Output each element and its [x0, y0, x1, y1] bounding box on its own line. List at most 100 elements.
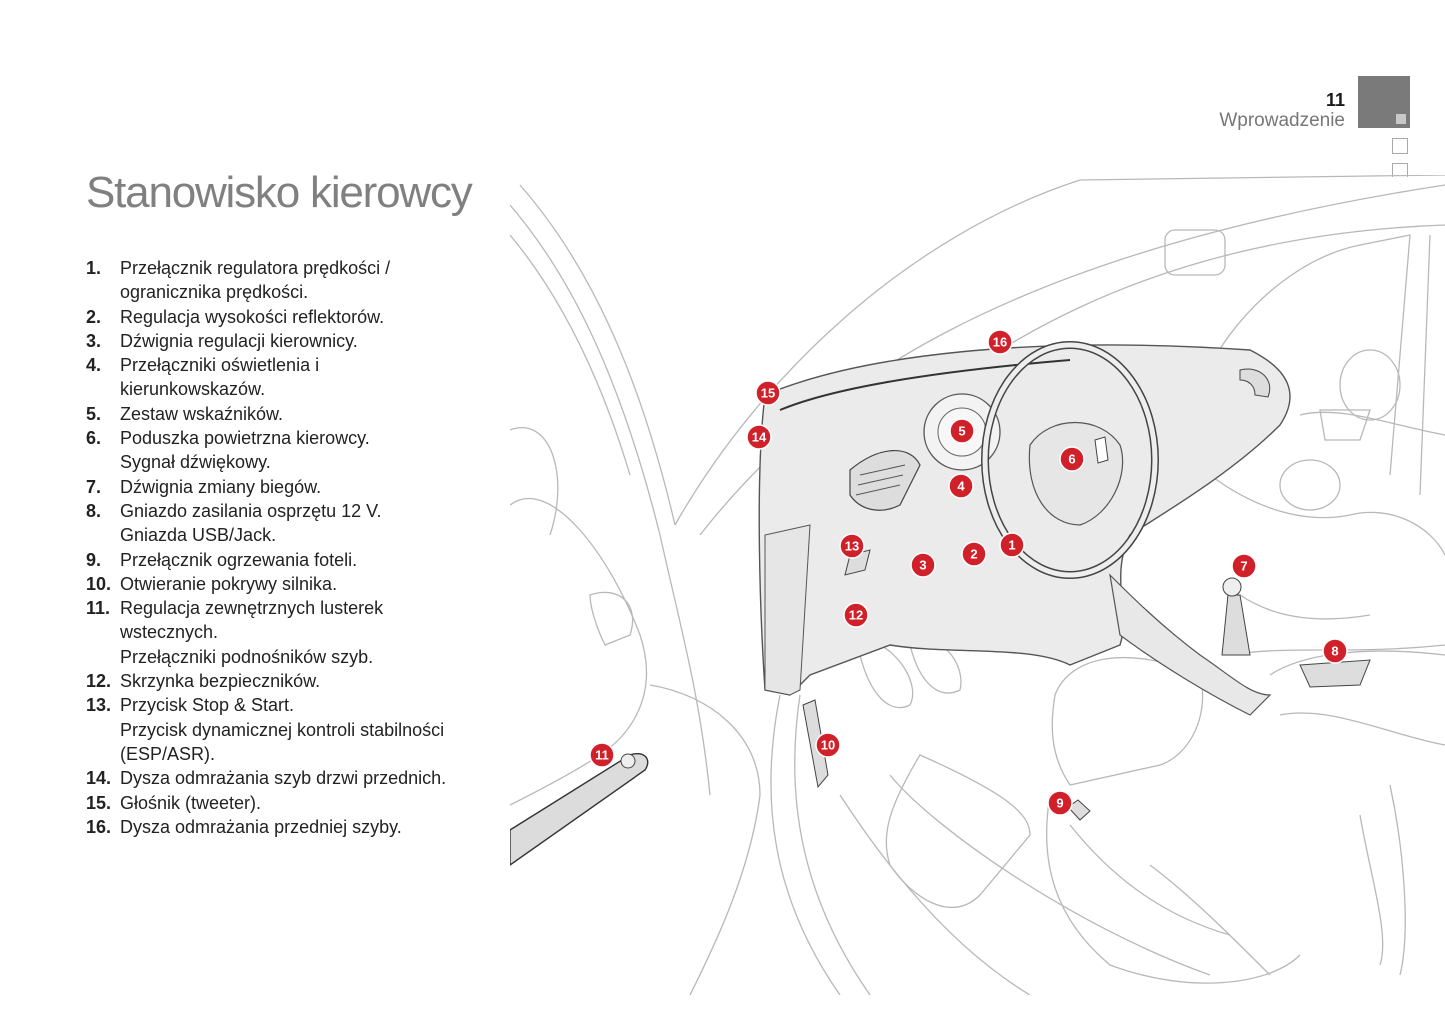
- callout-badge: [948, 473, 974, 499]
- callout-15: 15: [755, 380, 781, 406]
- legend-item-text: Przełącznik regulatora prędkości / ograni…: [120, 256, 390, 305]
- callout-badge: [987, 329, 1013, 355]
- callout-number: 6: [1068, 452, 1075, 467]
- legend-item-line: Przełącznik regulatora prędkości /: [120, 258, 391, 278]
- callout-number: 16: [993, 335, 1007, 350]
- legend-item-text: Dźwignia regulacji kierownicy.: [120, 329, 358, 353]
- callout-2: 2: [961, 541, 987, 567]
- legend-item: 12. Skrzynka bezpieczników.: [86, 669, 446, 693]
- legend-item-text: Dysza odmrażania szyb drzwi przednich.: [120, 766, 446, 790]
- legend-item-line: Gniazda USB/Jack.: [120, 525, 277, 546]
- legend-item-number: 12.: [86, 671, 112, 692]
- callout-number: 7: [1240, 559, 1247, 574]
- legend-item: 9. Przełącznik ogrzewania foteli.: [86, 548, 446, 572]
- chapter-tab-empty-box: [1392, 163, 1408, 177]
- callout-badge: [961, 541, 987, 567]
- legend-item-line: ogranicznika prędkości.: [120, 282, 309, 303]
- legend-item-number: 6.: [86, 428, 102, 449]
- legend-item-line: wstecznych.: [120, 622, 219, 643]
- legend-item-text: Dysza odmrażania przedniej szyby.: [120, 815, 402, 839]
- legend-item-number: 9.: [86, 549, 102, 570]
- legend-item-line: Głośnik (tweeter).: [120, 792, 262, 813]
- callout-badge: [815, 732, 841, 758]
- legend-item: 14.Dysza odmrażania szyb drzwi przednich…: [86, 766, 446, 790]
- callout-7: 7: [1231, 553, 1257, 579]
- legend-item-line: Dysza odmrażania szyb drzwi przednich.: [120, 768, 447, 789]
- legend-item: 8. Gniazdo zasilania osprzętu 12 V.Gniazd…: [86, 499, 446, 548]
- callout-number: 9: [1056, 796, 1063, 811]
- callout-5: 5: [949, 418, 975, 444]
- section-name: Wprowadzenie: [1219, 110, 1345, 131]
- car-outline-lines: [510, 175, 1445, 995]
- legend-item-number: 2.: [86, 306, 102, 327]
- legend-item-text: Regulacja zewnętrznych lusterek wstecznyc…: [120, 596, 383, 669]
- callout-number: 10: [821, 738, 835, 753]
- callout-badge: [949, 418, 975, 444]
- legend-item: 5.Zestaw wskaźników.: [86, 402, 446, 426]
- legend-item-text: Poduszka powietrzna kierowcy.Sygnał dźwi…: [120, 426, 370, 475]
- callout-number: 4: [957, 479, 965, 494]
- legend-item: 13.Przycisk Stop & Start.Przycisk dynami…: [86, 693, 446, 766]
- legend-item-text: Gniazdo zasilania osprzętu 12 V.Gniazda …: [120, 499, 382, 548]
- legend-item-number: 13.: [86, 695, 112, 716]
- callout-12: 12: [843, 602, 869, 628]
- legend-list: 1. Przełącznik regulatora prędkości / ogra…: [86, 256, 446, 839]
- legend-item-text: Głośnik (tweeter).: [120, 791, 261, 815]
- legend-item-text: Dźwignia zmiany biegów.: [120, 475, 321, 499]
- legend-item: 2. Regulacja wysokości reflektorów.: [86, 305, 446, 329]
- legend-item-number: 16.: [86, 816, 112, 837]
- callout-9: 9: [1047, 790, 1073, 816]
- callout-number: 1: [1008, 538, 1015, 553]
- dashboard: [510, 341, 1371, 866]
- legend-item-number: 4.: [86, 355, 102, 376]
- legend-item-line: Przełącznik ogrzewania foteli.: [120, 549, 358, 570]
- legend-item-text: Skrzynka bezpieczników.: [120, 669, 320, 693]
- chapter-tab-marker: [1358, 76, 1410, 128]
- callout-number: 8: [1331, 644, 1338, 659]
- chapter-tab-indicator: [1396, 114, 1406, 124]
- callout-number: 15: [761, 386, 775, 401]
- callout-badge: [1322, 638, 1348, 664]
- legend-item: 16. Dysza odmrażania przedniej szyby.: [86, 815, 446, 839]
- callout-badge: [1059, 446, 1085, 472]
- legend-item-number: 8.: [86, 500, 102, 521]
- legend-item-number: 3.: [86, 330, 102, 351]
- callout-11: 11: [589, 742, 615, 768]
- callout-1: 1: [999, 532, 1025, 558]
- legend-item-number: 10.: [86, 573, 112, 594]
- callout-4: 4: [948, 473, 974, 499]
- legend-item: 7.Dźwignia zmiany biegów.: [86, 475, 446, 499]
- page-title: Stanowisko kierowcy: [86, 168, 473, 217]
- legend-item: 6. Poduszka powietrzna kierowcy.Sygnał dź…: [86, 426, 446, 475]
- callout-number: 2: [970, 547, 977, 562]
- legend-item-line: Regulacja zewnętrznych lusterek: [120, 598, 384, 619]
- legend-item-number: 11.: [86, 598, 111, 619]
- legend-item-line: Przycisk dynamicznej kontroli stabilnośc…: [120, 719, 445, 740]
- legend-item-number: 1.: [86, 258, 102, 278]
- callout-badge: [1231, 553, 1257, 579]
- legend-item: 1. Przełącznik regulatora prędkości / ogra…: [86, 256, 446, 305]
- legend-item: 15.Głośnik (tweeter).: [86, 791, 446, 815]
- legend-item-line: Regulacja wysokości reflektorów.: [120, 306, 385, 327]
- legend-item-text: Otwieranie pokrywy silnika.: [120, 572, 337, 596]
- callout-3: 3: [910, 552, 936, 578]
- legend-item-line: Skrzynka bezpieczników.: [120, 671, 321, 692]
- callout-number: 12: [849, 608, 863, 623]
- legend-item-line: Poduszka powietrzna kierowcy.: [120, 428, 370, 449]
- legend-item: 10. Otwieranie pokrywy silnika.: [86, 572, 446, 596]
- callout-number: 13: [845, 539, 859, 554]
- page-header: 11 Wprowadzenie: [1219, 90, 1345, 132]
- callout-badge: [1047, 790, 1073, 816]
- callout-number: 14: [752, 430, 767, 445]
- callout-number: 5: [958, 424, 965, 439]
- callout-8: 8: [1322, 638, 1348, 664]
- callout-badge: [843, 602, 869, 628]
- callout-badge: [999, 532, 1025, 558]
- chapter-tab-empty-box: [1392, 138, 1408, 154]
- callout-10: 10: [815, 732, 841, 758]
- callout-badge: [839, 533, 865, 559]
- legend-item-text: Przełącznik ogrzewania foteli.: [120, 548, 357, 572]
- legend-item: 11. Regulacja zewnętrznych lusterek wstecz…: [86, 596, 446, 669]
